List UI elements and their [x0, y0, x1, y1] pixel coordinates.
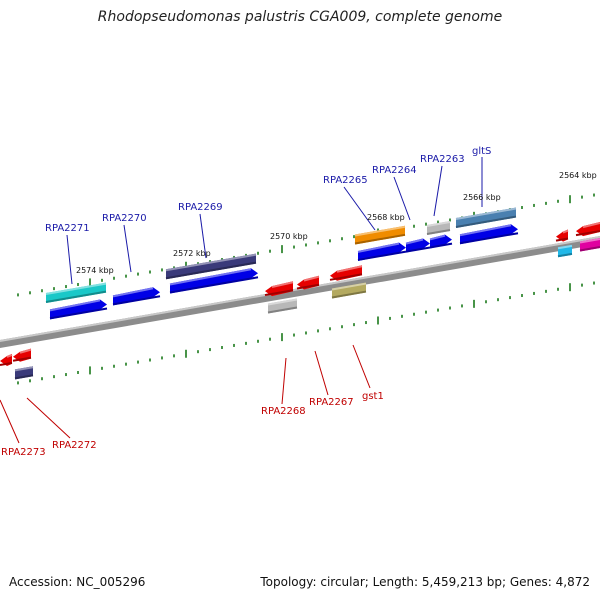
gene-shape-RPA2263b [429, 234, 453, 249]
gene-label-gst1[interactable]: gst1 [362, 391, 384, 402]
topology-summary: Topology: circular; Length: 5,459,213 bp… [260, 575, 590, 589]
gene-features [0, 207, 600, 380]
gene-shape-RPA2265 [354, 225, 406, 245]
leader-forward-0 [66, 234, 73, 285]
gene-label-RPA2272[interactable]: RPA2272 [52, 440, 97, 451]
scale-label-2570: 2570 kbp [270, 232, 308, 241]
scale-label-2572: 2572 kbp [173, 249, 211, 258]
scale-label-2574: 2574 kbp [76, 266, 114, 275]
gene-shape-left-red [0, 353, 13, 366]
leader-forward-2 [199, 213, 207, 259]
label-leader-lines [0, 157, 483, 444]
gene-shape-RPA2270 [112, 287, 161, 306]
leader-reverse-1 [26, 397, 71, 439]
gene-shape-gltS-body [459, 224, 519, 245]
gene-shape-gltS [455, 207, 517, 228]
scale-label-2568: 2568 kbp [367, 213, 405, 222]
gene-shape-right-magenta [579, 238, 600, 252]
gene-shape-RPA2272 [14, 366, 34, 380]
leader-reverse-2 [281, 357, 287, 405]
gene-label-RPA2273[interactable]: RPA2273 [1, 447, 46, 458]
gene-shape-cyan [45, 282, 107, 304]
gene-shape-right-lightblue [557, 244, 573, 258]
gene-label-RPA2269[interactable]: RPA2269 [178, 202, 223, 213]
gene-shape-RPA2264b [405, 238, 431, 253]
scale-label-2566: 2566 kbp [463, 193, 501, 202]
scale-label-2564: 2564 kbp [559, 171, 597, 180]
leader-reverse-4 [352, 344, 371, 389]
gene-label-RPA2263[interactable]: RPA2263 [420, 154, 465, 165]
leader-forward-5 [433, 165, 443, 217]
gene-shape-RPA2263 [426, 221, 451, 235]
gene-shape-right-red-b [575, 222, 600, 237]
gene-label-RPA2268[interactable]: RPA2268 [261, 406, 306, 417]
gene-label-RPA2271[interactable]: RPA2271 [45, 223, 90, 234]
gene-label-RPA2267[interactable]: RPA2267 [309, 397, 354, 408]
leader-reverse-0 [0, 399, 20, 444]
gene-label-RPA2264[interactable]: RPA2264 [372, 165, 417, 176]
gene-label-RPA2270[interactable]: RPA2270 [102, 213, 147, 224]
scale-ticks [17, 193, 595, 385]
leader-forward-1 [123, 224, 132, 273]
accession-text: Accession: NC_005296 [9, 575, 146, 589]
gene-shape-gst1 [331, 282, 367, 299]
leader-forward-4 [393, 176, 411, 221]
gene-shape-RPA2264 [357, 242, 407, 261]
gene-shape-red-a [264, 281, 294, 297]
leader-reverse-3 [314, 350, 329, 396]
gene-shape-navy [165, 253, 257, 280]
gene-shape-right-red-a [555, 229, 569, 242]
gene-shape-RPA2273 [12, 348, 32, 362]
gene-shape-RPA2268 [267, 298, 298, 314]
gene-shape-RPA2267 [329, 265, 363, 281]
gene-label-RPA2265[interactable]: RPA2265 [323, 175, 368, 186]
map-title: Rhodopseudomonas palustris CGA009, compl… [97, 9, 503, 25]
gene-shape-RPA2271 [49, 299, 108, 320]
gene-label-gltS[interactable]: gltS [472, 146, 491, 157]
gene-shape-red-b [296, 275, 320, 290]
gene-shape-RPA2269-body [169, 268, 259, 294]
leader-forward-3 [343, 186, 376, 231]
